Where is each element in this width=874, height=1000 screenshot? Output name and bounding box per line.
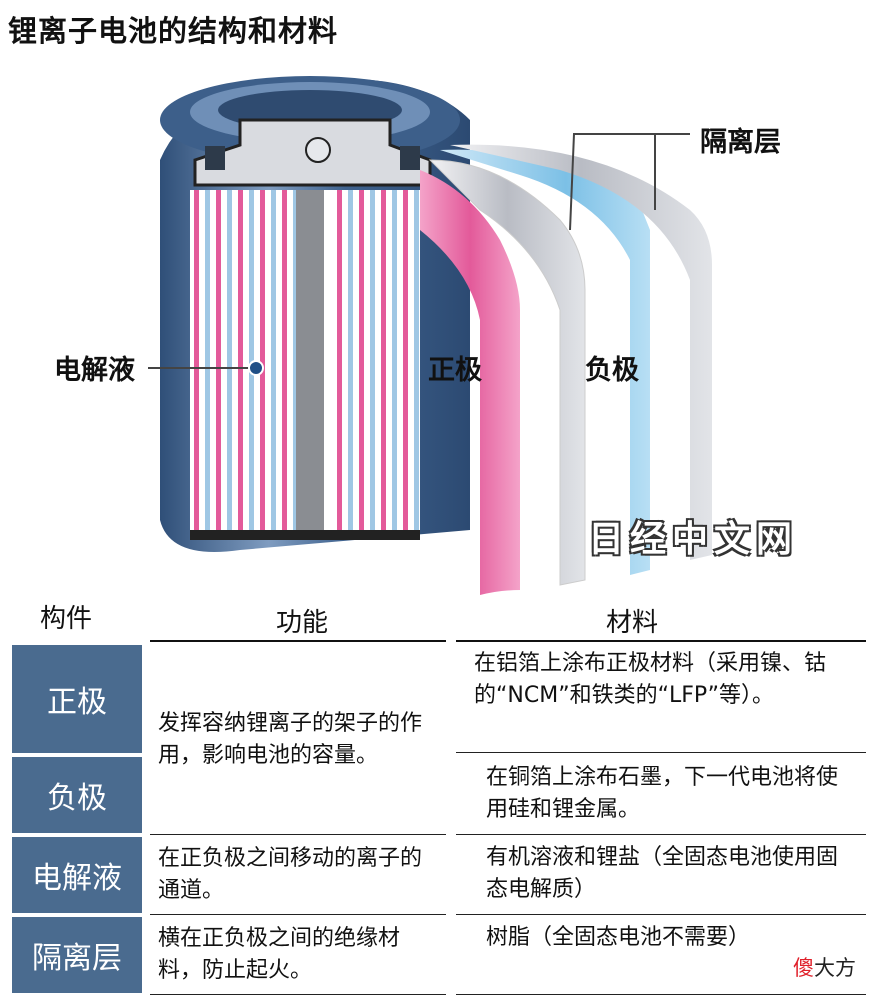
row-divider <box>456 914 866 915</box>
component-cell: 正极 <box>12 645 142 753</box>
row-divider <box>456 834 866 835</box>
electrode-stripe <box>414 190 419 530</box>
negative-label: 负极 <box>585 355 639 386</box>
function-cell: 横在正负极之间的绝缘材料，防止起火。 <box>158 926 401 983</box>
watermark-text: 日经中文网 <box>588 519 799 560</box>
electrode-stripe <box>348 190 353 530</box>
electrode-stripe <box>359 190 364 530</box>
row-divider <box>150 914 446 915</box>
function-cell: 在正负极之间移动的离子的通道。 <box>158 846 423 903</box>
footer-brand-red: 傻 <box>793 956 814 980</box>
footer-watermark: 傻大方 <box>789 952 860 982</box>
electrode-stripe <box>370 190 375 530</box>
material-cell: 在铜箔上涂布石墨，下一代电池将使用硅和锂金属。 <box>486 765 839 822</box>
positive-label: 正极 <box>428 355 482 386</box>
footer-brand-rest: 大方 <box>814 956 856 980</box>
electrode-stripe <box>249 190 254 530</box>
separator-sheet <box>428 159 586 586</box>
header-rule-material <box>456 640 866 642</box>
electrode-stripe <box>194 190 199 530</box>
header-rule-function <box>150 640 446 642</box>
electrode-stripe <box>392 190 397 530</box>
battery-cap <box>193 118 432 187</box>
electrode-stripe <box>403 190 408 530</box>
electrolyte-label: 电解液 <box>54 355 135 386</box>
electrode-stripe <box>293 190 298 530</box>
electrode-stripe <box>260 190 265 530</box>
component-cell: 隔离层 <box>12 917 142 993</box>
electrode-stripe <box>271 190 276 530</box>
electrode-stripe <box>205 190 210 530</box>
positive-sheet <box>420 170 520 595</box>
electrode-stripe <box>216 190 221 530</box>
materials-table: 构件 功能 材料 正极 负极 电解液 隔离层 发挥容纳锂离子的架子的作用，影响电… <box>0 590 874 1000</box>
electrode-stripe <box>381 190 386 530</box>
row-divider <box>150 834 446 835</box>
electrolyte-leader <box>148 360 264 376</box>
header-function: 功能 <box>276 608 329 638</box>
material-cell: 有机溶液和锂盐（全固态电池使用固态电解质） <box>486 845 839 902</box>
electrode-stripe <box>238 190 243 530</box>
header-material: 材料 <box>606 608 659 638</box>
page-title: 锂离子电池的结构和材料 <box>8 14 339 48</box>
row-divider <box>456 752 866 753</box>
function-cell: 发挥容纳锂离子的架子的作用，影响电池的容量。 <box>158 711 423 768</box>
component-cell: 负极 <box>12 757 142 833</box>
material-cell: 树脂（全固态电池不需要） <box>486 925 751 950</box>
electrode-stripe <box>337 190 342 530</box>
header-component: 构件 <box>40 604 93 634</box>
material-cell: 在铝箔上涂布正极材料（采用镍、钴的“NCM”和铁类的“LFP”等）。 <box>474 651 827 708</box>
electrode-stripe <box>282 190 287 530</box>
separator-leader <box>569 133 690 231</box>
separator-label: 隔离层 <box>700 127 781 158</box>
battery-diagram <box>148 76 712 595</box>
component-cell: 电解液 <box>12 837 142 913</box>
electrode-stripe <box>227 190 232 530</box>
row-divider <box>456 994 866 995</box>
electrode-stack <box>190 190 420 540</box>
row-divider <box>150 994 446 995</box>
